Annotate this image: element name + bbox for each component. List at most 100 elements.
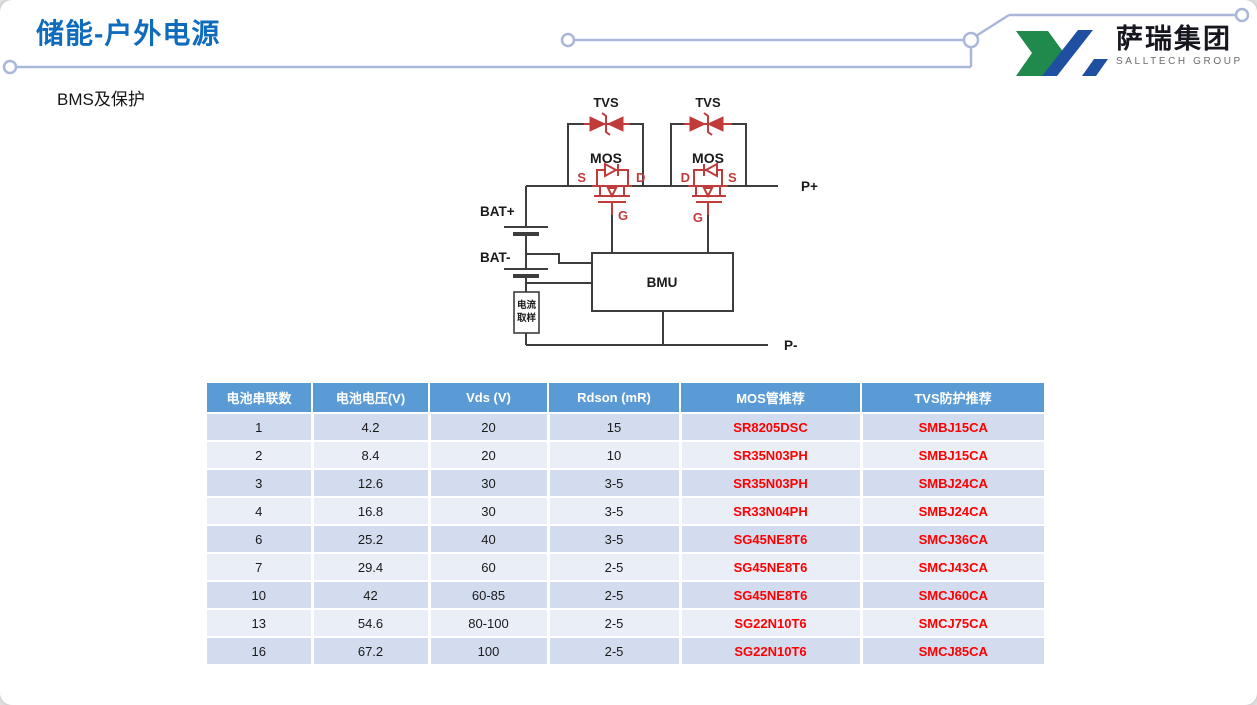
header-cell: Vds (V) [428,383,548,413]
table-cell: 30 [427,496,548,525]
table-cell: 10 [207,580,312,609]
page-title: 储能-户外电源 [36,18,221,49]
table-cell: 15 [546,412,680,441]
source-label-left: S [577,170,586,185]
table-cell: SR8205DSC [678,412,861,441]
table-cell: 3-5 [546,468,680,497]
table-cell: SMBJ15CA [859,412,1044,441]
table-cell: 20 [427,412,548,441]
table-cell: 2-5 [546,552,680,581]
table-cell: 60 [427,552,548,581]
company-name: 萨瑞集团 [1116,24,1232,54]
p-minus-label: P- [784,338,798,353]
drain-label-right: D [681,170,690,185]
current-sense-label-line1: 电流 [517,299,537,311]
table-cell: 16 [207,636,312,664]
table-cell: 80-100 [427,608,548,637]
bmu-label: BMU [647,275,678,290]
table-cell: SMCJ43CA [859,552,1044,581]
header-cell: 电池串联数 [207,383,312,413]
table-cell: SMCJ75CA [859,608,1044,637]
table-cell: SR35N03PH [678,440,861,469]
tvs-symbol-right [684,112,732,136]
table-cell: SG45NE8T6 [678,552,861,581]
table-cell: SR33N04PH [678,496,861,525]
table-cell: SMCJ60CA [859,580,1044,609]
mos-label-left: MOS [590,150,622,166]
table-cell: 3 [207,468,312,497]
header-cell: 电池电压(V) [311,383,429,413]
table-cell: 2-5 [546,608,680,637]
logo-mark-icon [1016,30,1108,76]
table-cell: 8.4 [310,440,429,469]
table-cell: SMBJ24CA [859,468,1044,497]
mosfet-symbol-right [688,162,728,215]
company-logo: 萨瑞集团 SALLTECH GROUP [1012,24,1243,80]
table-cell: 2 [207,440,312,469]
table-cell: SR35N03PH [678,468,861,497]
company-subtitle: SALLTECH GROUP [1116,56,1243,67]
table-cell: 1 [207,412,312,441]
bms-circuit-diagram: TVS TVS MOS MOS S D D S G G BAT+ BAT- BM… [480,95,818,353]
mosfet-symbol-left [592,162,632,215]
table-cell: 67.2 [310,636,429,664]
bat-plus-label: BAT+ [480,204,515,219]
table-cell: 3-5 [546,524,680,553]
table-cell: 4 [207,496,312,525]
header-cell: TVS防护推荐 [860,383,1044,413]
table-cell: 60-85 [427,580,548,609]
table-cell: SG22N10T6 [678,608,861,637]
gate-label-left: G [618,208,628,223]
table-cell: 6 [207,524,312,553]
table-cell: 25.2 [310,524,429,553]
header-cell: Rdson (mR) [547,383,680,413]
current-sense-label-line2: 取样 [517,312,537,324]
drain-label-left: D [636,170,645,185]
table-cell: SMCJ85CA [859,636,1044,664]
table-cell: SMCJ36CA [859,524,1044,553]
table-cell: 29.4 [310,552,429,581]
table-cell: 42 [310,580,429,609]
table-cell: 2-5 [546,580,680,609]
table-cell: 54.6 [310,608,429,637]
tvs-symbol-left [584,112,630,136]
tvs-label-right: TVS [695,95,721,110]
table-cell: 40 [427,524,548,553]
table-cell: SG45NE8T6 [678,580,861,609]
table-cell: SG22N10T6 [678,636,861,664]
mos-label-right: MOS [692,150,724,166]
section-subtitle: BMS及保护 [57,90,145,109]
source-label-right: S [728,170,737,185]
table-cell: 7 [207,552,312,581]
table-cell: 10 [546,440,680,469]
table-cell: 12.6 [310,468,429,497]
table-cell: 4.2 [310,412,429,441]
table-cell: 100 [427,636,548,664]
table-cell: SMBJ15CA [859,440,1044,469]
table-cell: 20 [427,440,548,469]
table-cell: 16.8 [310,496,429,525]
tvs-label-left: TVS [593,95,619,110]
table-cell: 13 [207,608,312,637]
table-cell: SG45NE8T6 [678,524,861,553]
header-cell: MOS管推荐 [679,383,861,413]
table-cell: 30 [427,468,548,497]
p-plus-label: P+ [801,179,818,194]
table-cell: SMBJ24CA [859,496,1044,525]
bat-minus-label: BAT- [480,250,511,265]
gate-label-right: G [693,210,703,225]
